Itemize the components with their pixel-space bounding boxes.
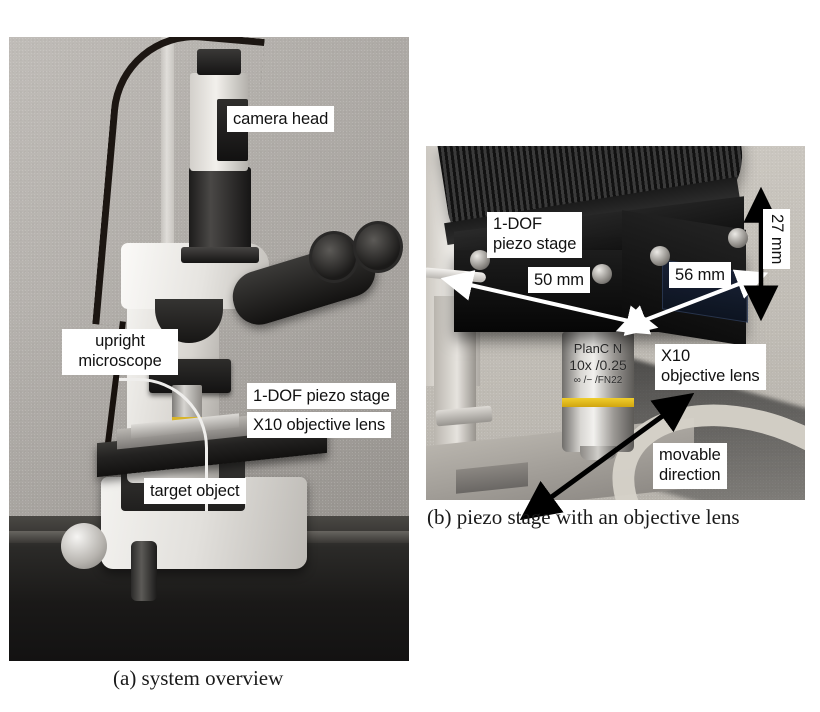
camera-connector (197, 49, 241, 75)
label-camera-head: camera head (227, 106, 335, 133)
label-movable-direction: movable direction (653, 443, 727, 489)
stage-screw-3 (650, 246, 670, 266)
camera-tube-ring (181, 247, 259, 263)
objective-lens-color-ring-b (562, 398, 634, 407)
photo-system-overview (9, 37, 409, 661)
label-x10-objective-lens-b: X10 objective lens (655, 344, 766, 390)
objective-marking-line3: ∞ /− /FN22 (573, 375, 623, 386)
label-dimension-27mm: 27 mm (763, 209, 790, 270)
objective-marking-line1: PlanC N (573, 341, 623, 356)
label-upright-microscope: upright microscope (62, 329, 178, 375)
label-target-object: target object (144, 478, 246, 505)
objective-marking-line2: 10x /0.25 (569, 357, 627, 373)
photo-piezo-stage: PlanC N 10x /0.25 ∞ /− /FN22 (426, 146, 805, 500)
eyepiece-left (309, 231, 359, 283)
eyepiece-right (353, 221, 403, 273)
stage-screw-4 (728, 228, 748, 248)
caption-panel-a: (a) system overview (113, 666, 284, 690)
condenser-knob (131, 541, 157, 601)
caption-panel-b: (b) piezo stage with an objective lens (427, 505, 740, 529)
objective-lens-tip (580, 446, 616, 460)
focus-knob (61, 523, 107, 569)
stage-screw-2 (592, 264, 612, 284)
label-1dof-piezo-stage-a: 1-DOF piezo stage (247, 383, 396, 410)
label-dimension-50mm: 50 mm (528, 267, 590, 294)
stage-screw-1 (470, 250, 490, 270)
label-1dof-piezo-stage-b: 1-DOF piezo stage (487, 212, 583, 258)
label-dimension-56mm: 56 mm (669, 262, 731, 289)
label-x10-objective-lens-a: X10 objective lens (247, 412, 392, 439)
